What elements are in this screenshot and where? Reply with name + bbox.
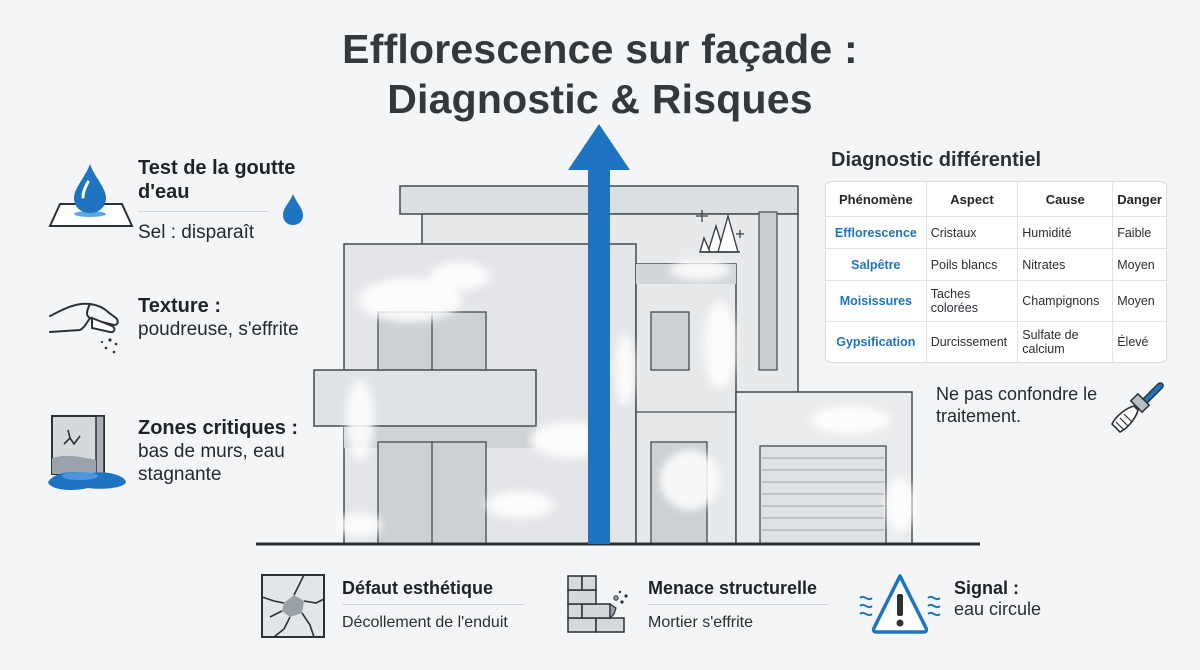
divider [138, 211, 268, 212]
column-header: Aspect [926, 182, 1019, 217]
warning-triangle-icon [856, 572, 944, 639]
texture-heading: Texture : [138, 295, 221, 317]
table-cell: Efflorescence [826, 216, 927, 249]
table-cell: Champignons [1017, 280, 1114, 322]
table-cell: Durcissement [926, 321, 1019, 362]
table-header-row: Phénomène Aspect Cause Danger [826, 182, 1166, 217]
page-title: Efflorescence sur façade : Diagnostic & … [0, 24, 1200, 124]
crystal-icon [699, 213, 740, 253]
diagnostic-table: Phénomène Aspect Cause Danger Effloresce… [825, 181, 1167, 363]
table-cell: Nitrates [1017, 248, 1114, 281]
signal-item: Signal : eau circule [954, 577, 1074, 619]
signal-text: eau circule [954, 599, 1042, 619]
table-cell: Humidité [1017, 216, 1114, 249]
table-cell: Moyen [1112, 280, 1166, 322]
table-cell: Salpêtre [826, 248, 927, 281]
table-row: Moisissures Taches colorées Champignons … [826, 280, 1166, 322]
table-cell: Poils blancs [926, 248, 1019, 281]
table-cell: Élevé [1117, 335, 1149, 349]
test-goutte-text: Sel : disparaît [138, 222, 255, 243]
menace-structurelle-heading: Menace structurelle [648, 578, 818, 598]
defaut-esthetique-item: Défaut esthétique Décollement de l'endui… [342, 577, 524, 633]
diagnostic-title: Diagnostic différentiel [831, 149, 1042, 171]
defaut-esthetique-text: Décollement de l'enduit [342, 614, 508, 631]
zones-critiques-heading: Zones critiques : [138, 417, 299, 439]
title-line-1: Efflorescence sur façade : [342, 26, 858, 72]
texture-item: Texture : poudreuse, s'effrite [138, 294, 308, 341]
defaut-esthetique-heading: Défaut esthétique [342, 578, 494, 598]
menace-structurelle-item: Menace structurelle Mortier s'effrite [648, 577, 828, 633]
hand-rubbing-icon [46, 296, 126, 361]
divider [342, 604, 524, 605]
treatment-note: Ne pas confondre le traitement. [936, 384, 1098, 426]
table-row: Efflorescence Cristaux Humidité Faible [826, 216, 1166, 249]
water-drop-icon [46, 160, 136, 235]
test-goutte-heading: Test de la goutte d'eau [138, 157, 296, 203]
paintbrush-icon [1106, 378, 1166, 443]
column-header: Cause [1017, 182, 1114, 217]
small-drop-icon [280, 192, 306, 233]
table-cell: Faible [1112, 216, 1166, 249]
crumbling-bricks-icon [564, 574, 634, 641]
menace-structurelle-text: Mortier s'effrite [648, 614, 754, 631]
table-cell: Moyen [1112, 248, 1166, 281]
table-cell: Taches colorées [926, 280, 1019, 322]
cracked-plaster-icon [260, 573, 326, 644]
table-cell: Gypsification [826, 321, 927, 362]
zones-critiques-item: Zones critiques : bas de murs, eau stagn… [138, 416, 313, 486]
table-cell: Cristaux [926, 216, 1019, 249]
title-line-2: Diagnostic & Risques [387, 76, 813, 122]
table-row: Gypsification Durcissement Sulfate de ca… [826, 321, 1166, 362]
test-goutte-item: Test de la goutte d'eau Sel : disparaît [138, 156, 298, 244]
divider [648, 604, 828, 605]
signal-heading: Signal : [954, 578, 1020, 598]
column-header: Phénomène [826, 182, 927, 217]
table-cell: Moisissures [826, 280, 927, 322]
table-cell: Sulfate de calcium [1017, 321, 1114, 362]
zones-critiques-text: bas de murs, eau stagnante [138, 441, 285, 485]
column-header: Danger [1112, 182, 1166, 217]
texture-text: poudreuse, s'effrite [138, 319, 299, 340]
wall-base-puddle-icon [44, 412, 134, 499]
table-row: Salpêtre Poils blancs Nitrates Moyen [826, 248, 1166, 281]
